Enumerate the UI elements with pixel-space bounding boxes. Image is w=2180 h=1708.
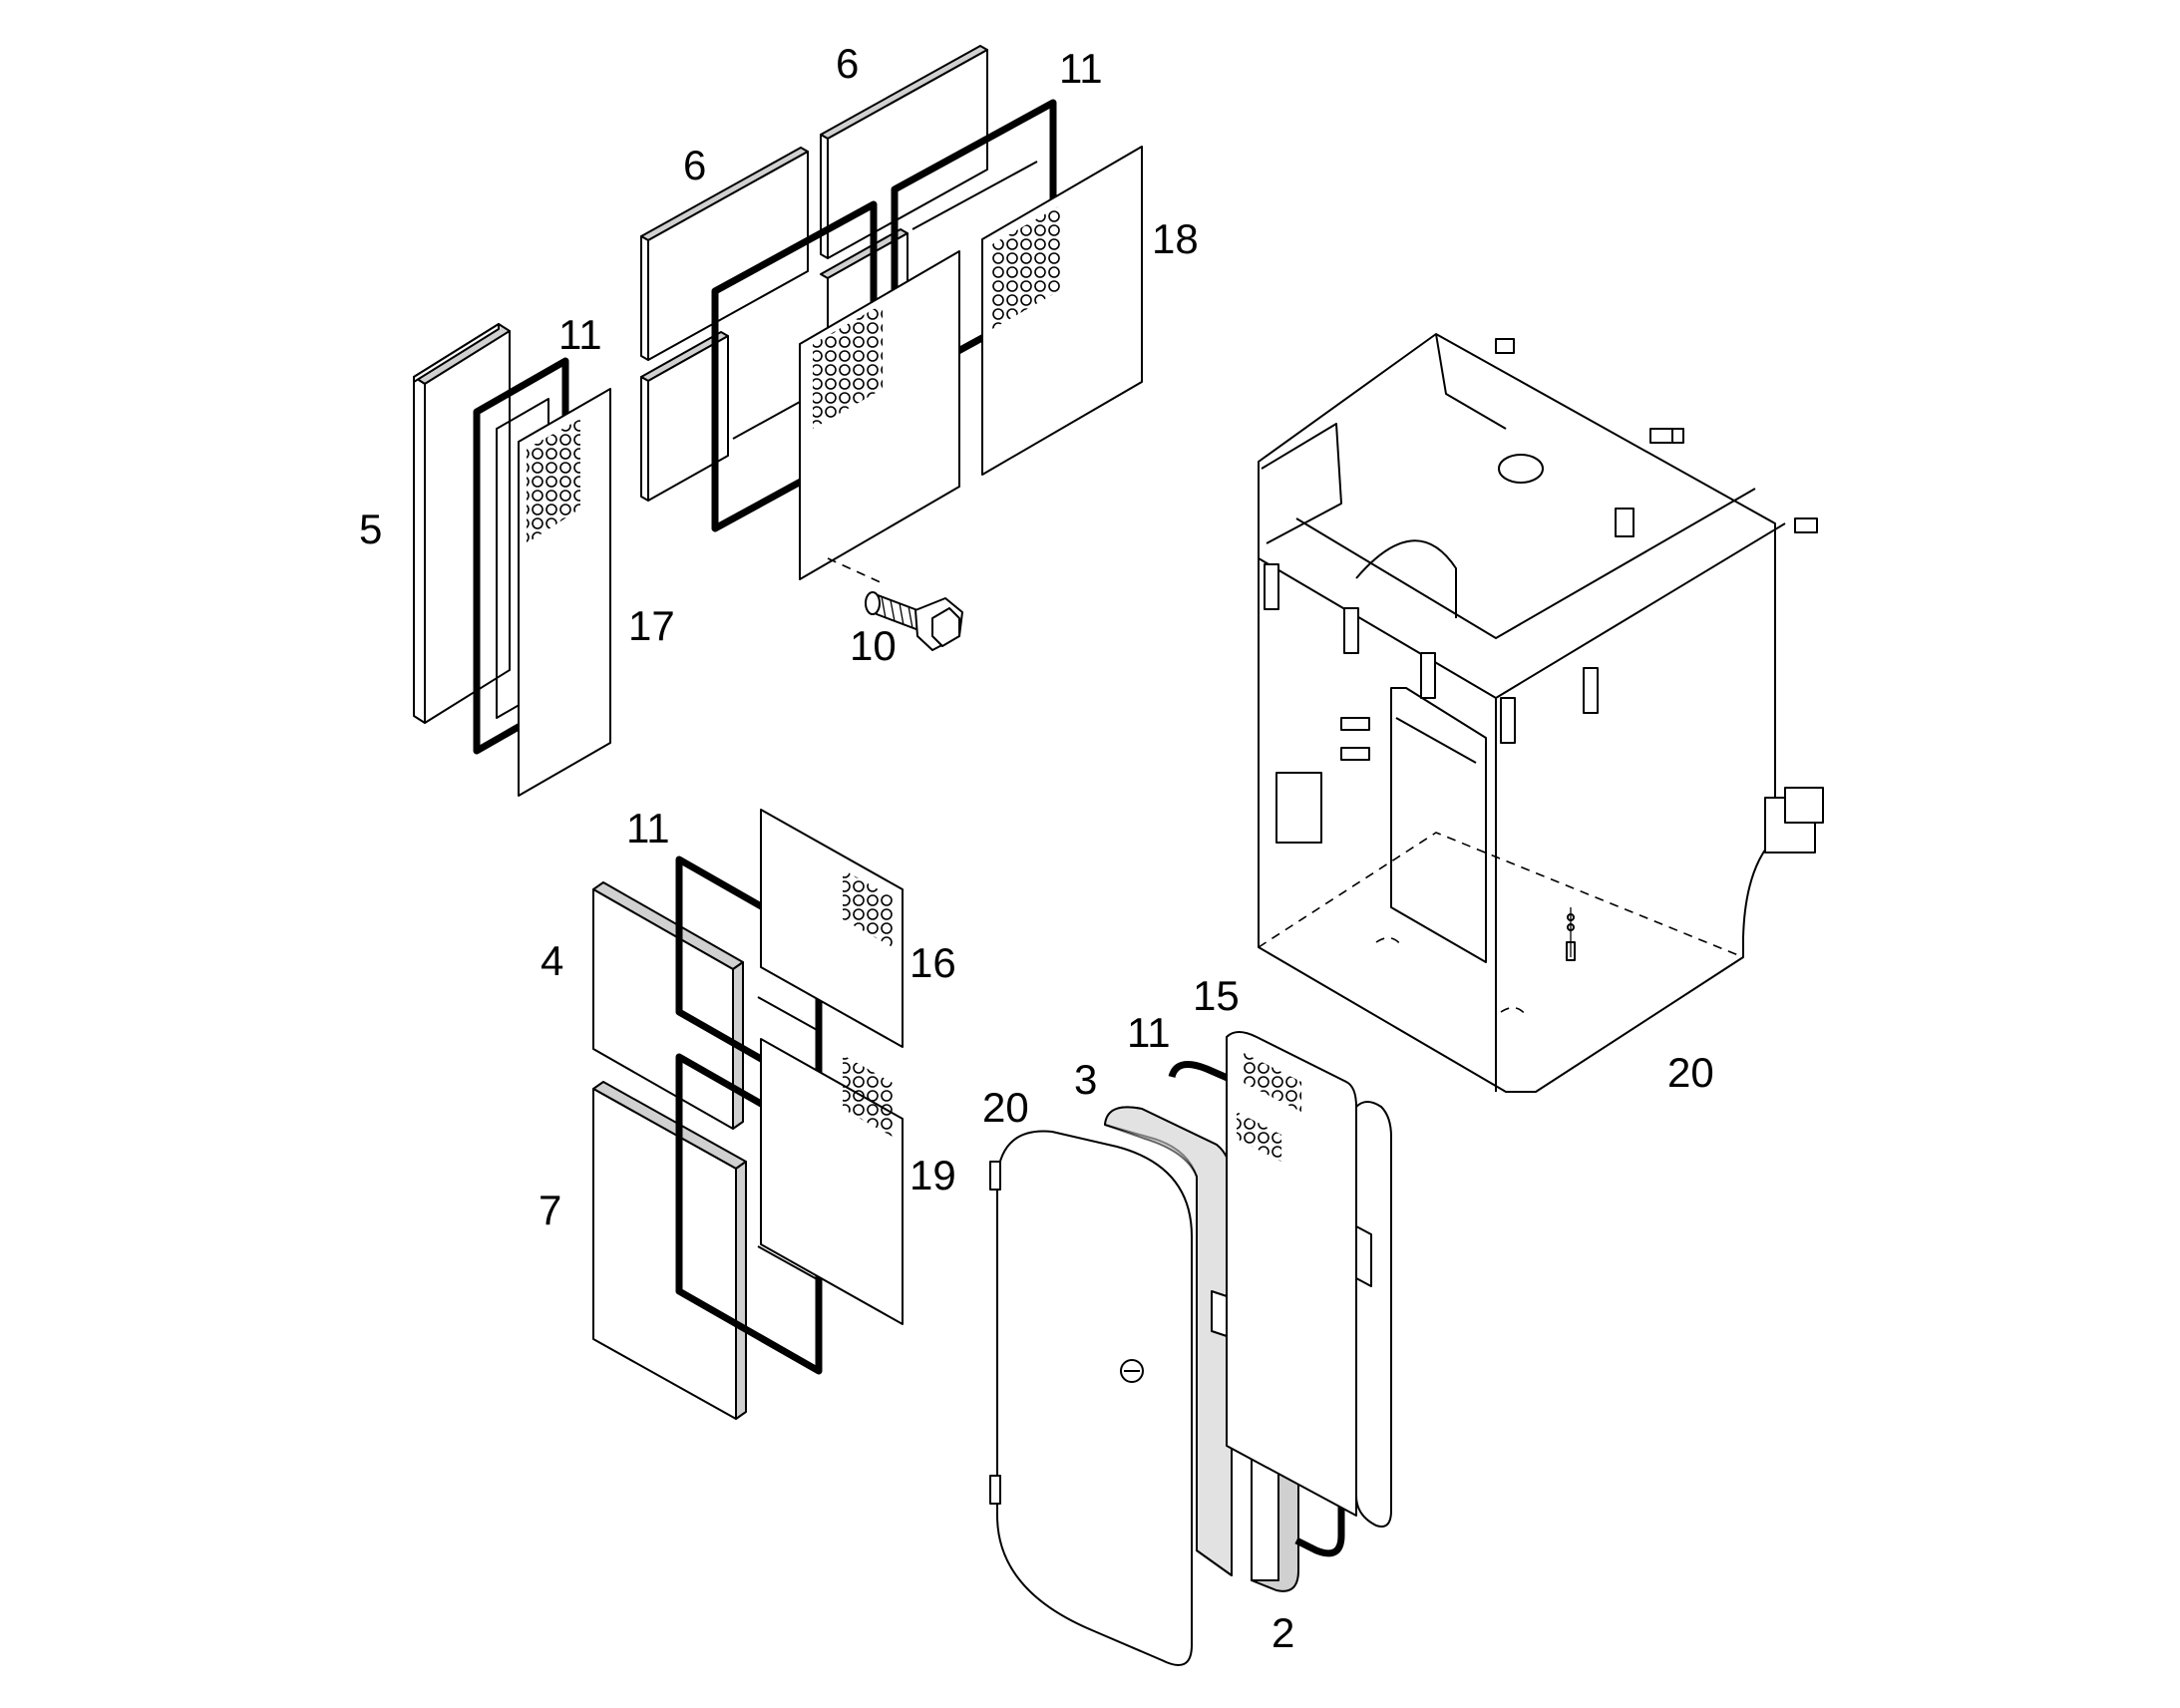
callout-5: 5 — [359, 506, 382, 552]
callout-6-top-left: 6 — [683, 142, 706, 188]
part-6-top-insulation-left — [640, 147, 809, 502]
callout-11-front: 11 — [626, 805, 670, 852]
callout-16: 16 — [909, 939, 956, 986]
callout-3: 3 — [1074, 1056, 1097, 1103]
callout-20-cabinet: 20 — [1667, 1049, 1714, 1096]
callout-15: 15 — [1193, 972, 1240, 1019]
callout-11-door: 11 — [1127, 1009, 1171, 1056]
part-20-cabinet-body — [1258, 333, 1824, 1093]
callout-2: 2 — [1272, 1609, 1294, 1656]
callout-10: 10 — [850, 622, 897, 669]
callout-6-top-right: 6 — [836, 40, 859, 87]
part-7-front-insulation-bottom — [592, 1081, 747, 1420]
callout-7: 7 — [539, 1187, 561, 1233]
part-19-front-screen-bottom — [760, 1038, 904, 1325]
callout-19: 19 — [909, 1152, 956, 1198]
part-20-door — [989, 1130, 1193, 1666]
callout-20-door: 20 — [982, 1084, 1029, 1131]
part-15-door-filter-screen — [1226, 1031, 1357, 1517]
part-10-hex-bolt — [865, 591, 963, 651]
part-16-front-screen-top — [760, 809, 904, 1048]
callout-4: 4 — [541, 937, 563, 984]
callout-17: 17 — [628, 602, 675, 649]
callout-18: 18 — [1152, 215, 1199, 262]
callout-11-side: 11 — [558, 311, 602, 358]
part-18-top-filter-screen-left — [799, 250, 960, 580]
door-hinge-strip — [1355, 1101, 1392, 1528]
part-5-insulation-strip — [413, 323, 511, 724]
part-17-side-filter-screen — [518, 388, 611, 797]
bolt-alignment-line — [827, 557, 884, 584]
part-18-top-filter-screen-right — [981, 146, 1143, 476]
callout-11-top: 11 — [1059, 45, 1103, 92]
